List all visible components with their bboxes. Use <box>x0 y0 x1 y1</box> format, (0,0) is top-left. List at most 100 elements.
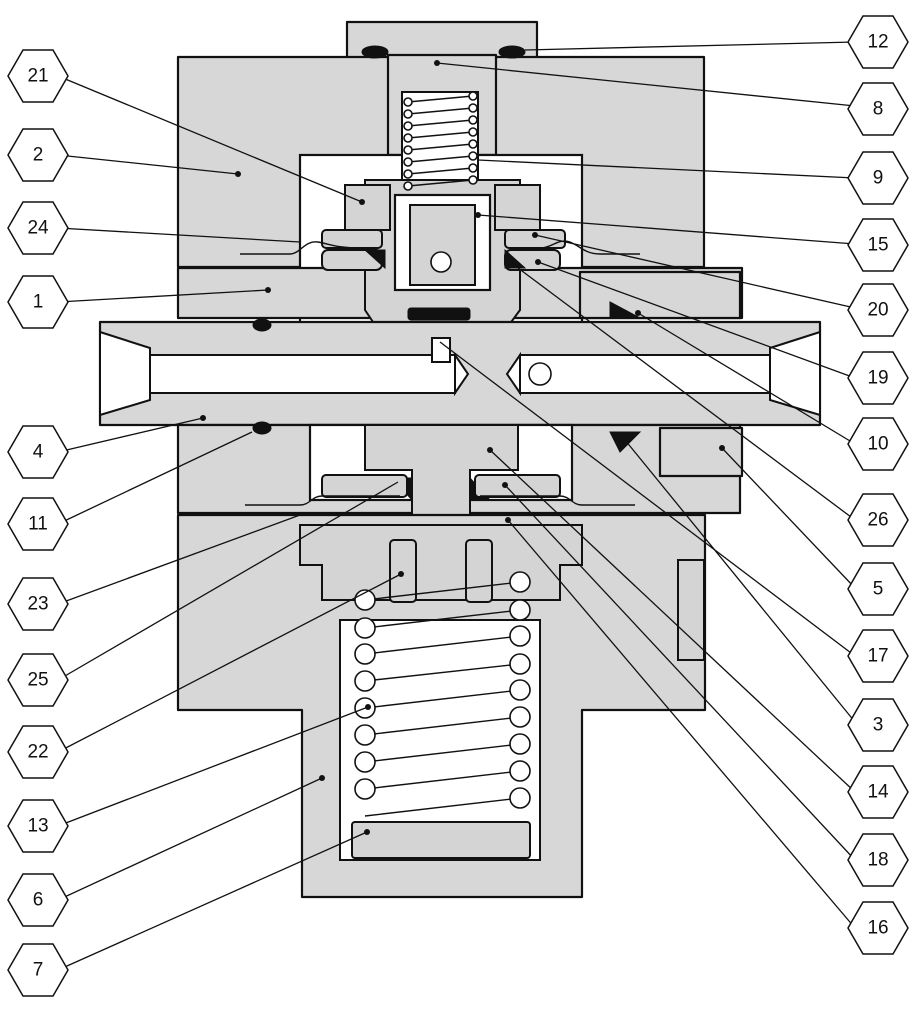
callout-16: 16 <box>847 901 909 955</box>
callout-22-label: 22 <box>27 742 48 763</box>
spring-coil <box>509 733 531 755</box>
leader-end-dot <box>319 775 325 781</box>
callout-24: 24 <box>7 201 69 255</box>
upper-seal-left <box>363 249 386 270</box>
spring-coil <box>354 617 376 639</box>
leader-24 <box>57 227 301 243</box>
leader-12 <box>524 41 856 51</box>
leader-20 <box>534 234 856 309</box>
poppet-spring-wire <box>407 95 474 187</box>
leader-6 <box>57 777 323 901</box>
callout-5-label: 5 <box>873 579 884 600</box>
poppet-stem <box>409 204 476 286</box>
spring-coil <box>509 706 531 728</box>
leader-end-dot <box>487 447 493 453</box>
callout-25: 25 <box>7 653 69 707</box>
callout-3-label: 3 <box>873 715 884 736</box>
body-oring-11 <box>252 421 272 435</box>
leader-end-dot <box>635 310 641 316</box>
leader-end-dot <box>535 259 541 265</box>
poppet-port <box>430 251 452 273</box>
callout-8: 8 <box>847 82 909 136</box>
leader-7 <box>57 831 368 971</box>
spring-coil <box>403 121 413 131</box>
spring-retainer-right <box>465 539 493 603</box>
upper-seal-right <box>504 248 527 269</box>
callout-12-label: 12 <box>867 32 888 53</box>
leader-23 <box>57 514 301 605</box>
outlet-bore-tip <box>505 351 521 397</box>
callout-11-label: 11 <box>28 514 48 535</box>
callout-17: 17 <box>847 629 909 683</box>
callout-14-label: 14 <box>867 782 889 803</box>
spring-coil <box>468 163 478 173</box>
spring-coil <box>468 103 478 113</box>
leader-end-dot <box>502 482 508 488</box>
inlet-chamfer <box>99 330 151 417</box>
cap-oring-left <box>361 45 389 59</box>
spring-coil <box>403 157 413 167</box>
callout-9: 9 <box>847 151 909 205</box>
spring-coil <box>509 787 531 809</box>
spring-retainer-left <box>389 539 417 603</box>
leader-end-dot <box>200 415 206 421</box>
center-port <box>431 337 451 363</box>
callout-24-label: 24 <box>27 218 49 239</box>
leader-17 <box>439 341 856 657</box>
leader-end-dot <box>398 571 404 577</box>
spring-coil <box>403 181 413 191</box>
callout-12: 12 <box>847 15 909 69</box>
spring-coil <box>403 145 413 155</box>
leader-19 <box>537 261 856 379</box>
leader-13 <box>57 706 369 827</box>
lower-plate-left <box>321 474 408 498</box>
callout-26-label: 26 <box>867 510 888 531</box>
callouts-right: 12 8 9 15 20 19 10 26 5 17 3 14 18 16 <box>847 15 909 955</box>
callout-14: 14 <box>847 765 909 819</box>
lower-right-nut <box>658 426 744 478</box>
leader-2 <box>57 154 239 175</box>
callout-2: 2 <box>7 128 69 182</box>
spring-coil <box>468 127 478 137</box>
spring-coil <box>468 115 478 125</box>
spring-coil <box>403 169 413 179</box>
spring-coil <box>354 778 376 800</box>
inlet-bore <box>149 354 456 394</box>
spring-coil <box>403 97 413 107</box>
spring-coil <box>509 599 531 621</box>
leader-9 <box>477 159 856 179</box>
callouts-left: 21 2 24 1 4 11 23 25 22 13 6 7 <box>7 49 69 997</box>
callout-22: 22 <box>7 725 69 779</box>
assembly-drawing <box>98 20 822 899</box>
leader-5 <box>721 447 856 589</box>
callout-9-label: 9 <box>873 168 884 189</box>
callout-8-label: 8 <box>873 99 884 120</box>
spring-coil <box>509 679 531 701</box>
spring-coil <box>509 571 531 593</box>
callout-26: 26 <box>847 493 909 547</box>
leader-22 <box>57 573 402 753</box>
leader-8 <box>436 62 856 107</box>
body-seal-right <box>609 431 642 453</box>
lower-diaphragm <box>245 495 635 506</box>
spring-coil <box>509 653 531 675</box>
leader-1 <box>57 289 269 303</box>
leader-26 <box>509 261 856 521</box>
leader-end-dot <box>359 199 365 205</box>
leader-end-dot <box>505 517 511 523</box>
callout-7-label: 7 <box>33 960 44 981</box>
callout-18-label: 18 <box>867 850 888 871</box>
main-spring-wire <box>364 581 521 817</box>
outlet-side-port <box>528 362 552 386</box>
leader-3 <box>624 439 856 723</box>
spring-coil <box>468 139 478 149</box>
callout-15-label: 15 <box>867 235 888 256</box>
leader-4 <box>57 417 204 453</box>
callout-1-label: 1 <box>33 292 44 313</box>
spring-coil <box>354 724 376 746</box>
callout-13-label: 13 <box>27 816 48 837</box>
leader-21 <box>57 75 363 203</box>
right-nut <box>578 270 742 320</box>
upper-diaphragm <box>240 240 640 255</box>
